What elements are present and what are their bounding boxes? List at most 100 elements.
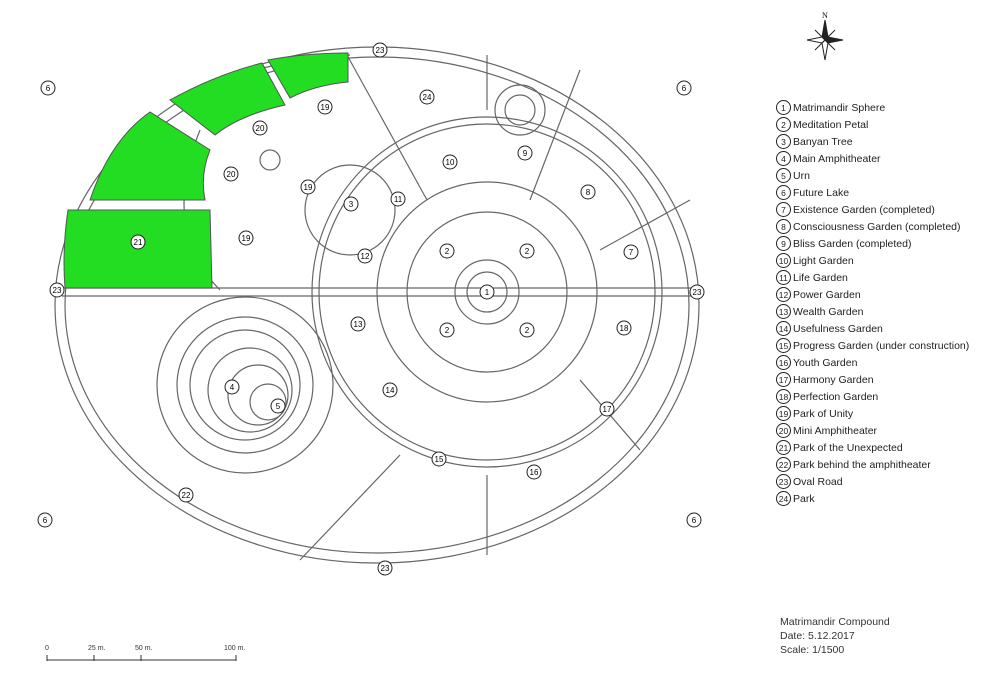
- legend-number: 17: [776, 372, 791, 387]
- marker-circle: [526, 464, 542, 480]
- marker-number: 24: [423, 93, 432, 102]
- marker-number: 12: [361, 252, 370, 261]
- amphitheater: [156, 296, 334, 474]
- map-marker-21: 21: [130, 234, 146, 250]
- marker-number: 19: [304, 183, 313, 192]
- legend-number: 6: [776, 185, 791, 200]
- map-marker-19: 19: [317, 99, 333, 115]
- legend-label: Urn: [793, 169, 810, 182]
- marker-circle: [130, 234, 146, 250]
- legend-number: 15: [776, 338, 791, 353]
- marker-number: 9: [523, 149, 528, 158]
- map-marker-7: 7: [623, 244, 639, 260]
- map-marker-13: 13: [350, 316, 366, 332]
- marker-circle: [40, 80, 56, 96]
- legend-label: Banyan Tree: [793, 135, 853, 148]
- marker-number: 7: [629, 248, 634, 257]
- scale-tick-label: 25 m.: [88, 645, 106, 652]
- marker-circle: [238, 230, 254, 246]
- marker-number: 22: [182, 491, 191, 500]
- legend-number: 18: [776, 389, 791, 404]
- legend-number: 5: [776, 168, 791, 183]
- marker-circle: [599, 401, 615, 417]
- legend-label: Mini Amphitheater: [793, 424, 878, 437]
- scale-bar: [46, 655, 237, 661]
- marker-circle: [439, 243, 455, 259]
- marker-circle: [382, 382, 398, 398]
- marker-circle: [178, 487, 194, 503]
- marker-number: 14: [386, 386, 395, 395]
- map-marker-20: 20: [223, 166, 239, 182]
- legend-label: Park behind the amphitheater: [793, 458, 931, 471]
- marker-circle: [224, 379, 240, 395]
- legend-label: Main Amphitheater: [793, 152, 881, 165]
- marker-circle: [390, 191, 406, 207]
- map-marker-3: 3: [343, 196, 359, 212]
- legend-label: Light Garden: [793, 254, 854, 267]
- map-marker-18: 18: [616, 320, 632, 336]
- marker-number: 2: [445, 247, 450, 256]
- marker-number: 4: [230, 383, 235, 392]
- marker-number: 16: [530, 468, 539, 477]
- legend-label: Power Garden: [793, 288, 861, 301]
- legend-number: 1: [776, 100, 791, 115]
- map-marker-22: 22: [178, 487, 194, 503]
- marker-number: 23: [53, 286, 62, 295]
- marker-circle: [317, 99, 333, 115]
- marker-number: 2: [525, 247, 530, 256]
- map-scale: Scale: 1/1500: [780, 644, 845, 656]
- marker-number: 2: [445, 326, 450, 335]
- map-marker-1: 1: [479, 284, 495, 300]
- marker-circle: [439, 322, 455, 338]
- map-marker-20: 20: [252, 120, 268, 136]
- map-marker-2: 2: [439, 322, 455, 338]
- banyan-area: [304, 164, 396, 256]
- park-of-the-unexpected-highlight: [63, 52, 349, 289]
- legend-number: 14: [776, 321, 791, 336]
- map-marker-17: 17: [599, 401, 615, 417]
- marker-number: 6: [43, 516, 48, 525]
- legend-label: Park of the Unexpected: [793, 441, 903, 454]
- map-marker-6: 6: [686, 512, 702, 528]
- marker-circle: [350, 316, 366, 332]
- legend-label: Park: [793, 492, 815, 505]
- marker-number: 21: [134, 238, 143, 247]
- petal-ring: [376, 181, 598, 403]
- legend-number: 10: [776, 253, 791, 268]
- marker-number: 23: [376, 46, 385, 55]
- map-marker-16: 16: [526, 464, 542, 480]
- legend-label: Usefulness Garden: [793, 322, 883, 335]
- legend-number: 19: [776, 406, 791, 421]
- marker-number: 15: [435, 455, 444, 464]
- compass-rose-icon: [806, 19, 844, 61]
- marker-circle: [686, 512, 702, 528]
- legend-label: Meditation Petal: [793, 118, 869, 131]
- marker-number: 18: [620, 324, 629, 333]
- marker-circle: [300, 179, 316, 195]
- legend-label: Progress Garden (under construction): [793, 339, 970, 352]
- marker-circle: [357, 248, 373, 264]
- compass-north-label: N: [822, 11, 828, 20]
- marker-number: 6: [682, 84, 687, 93]
- map-marker-2: 2: [439, 243, 455, 259]
- map-marker-2: 2: [519, 243, 535, 259]
- legend-label: Youth Garden: [793, 356, 858, 369]
- legend-number: 20: [776, 423, 791, 438]
- map-marker-12: 12: [357, 248, 373, 264]
- legend-number: 24: [776, 491, 791, 506]
- legend-number: 21: [776, 440, 791, 455]
- legend-label: Existence Garden (completed): [793, 203, 935, 216]
